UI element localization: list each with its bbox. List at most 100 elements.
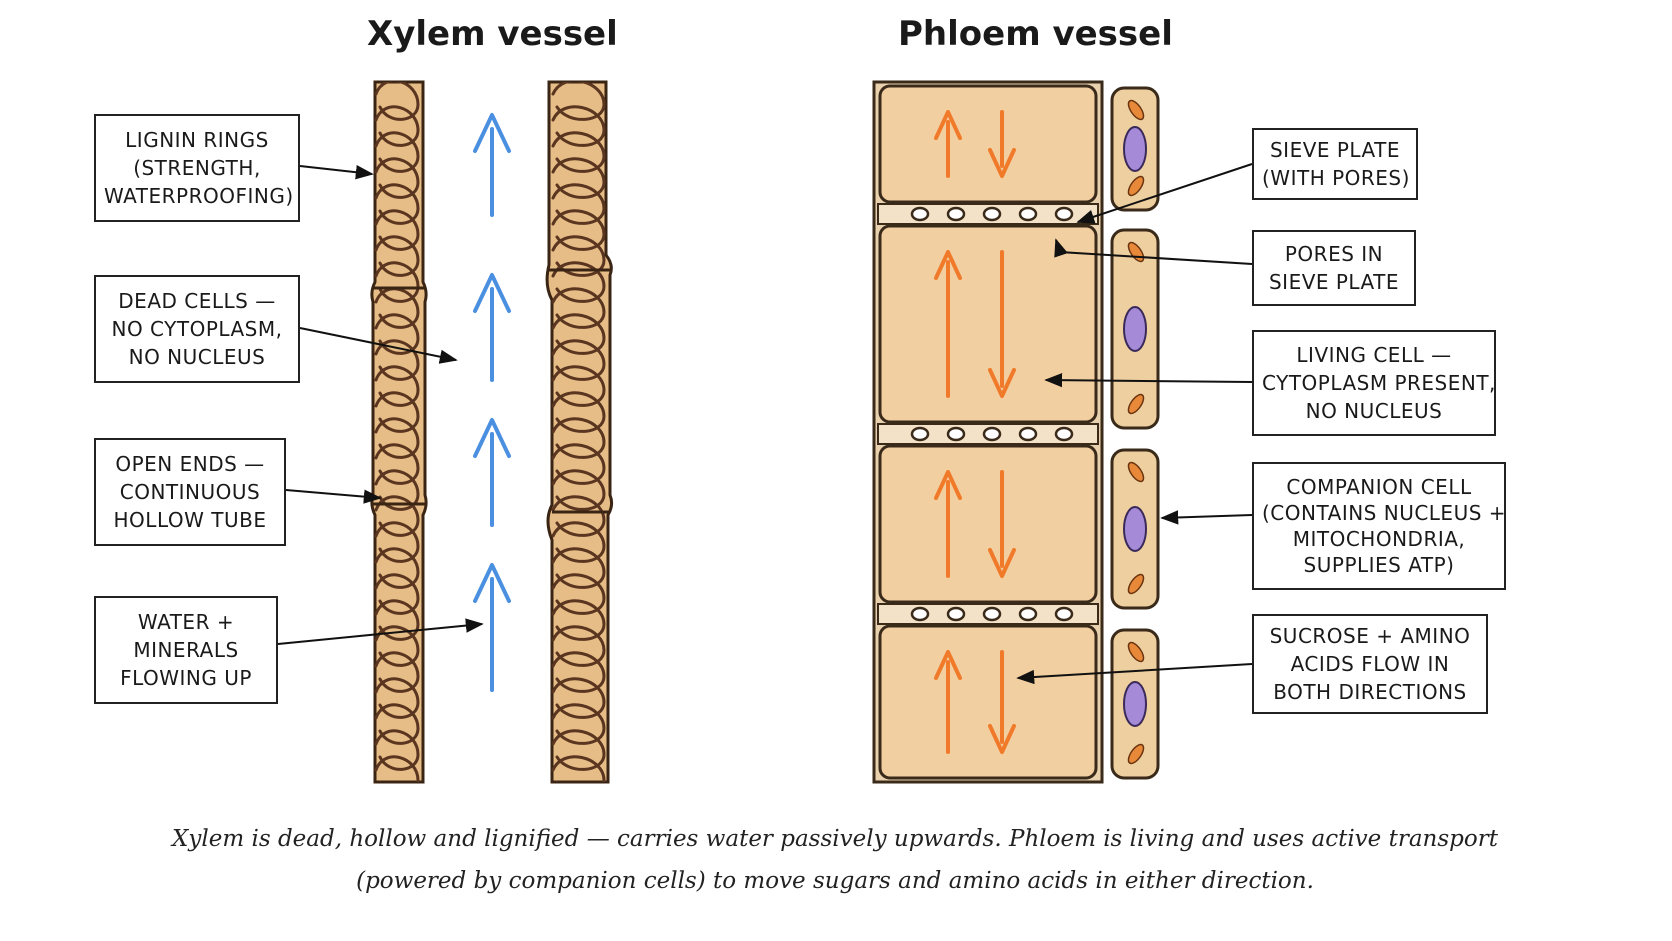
lignin-ring	[551, 209, 606, 251]
leader-dead-cells	[299, 327, 458, 364]
leader-living-cell	[1044, 372, 1253, 388]
lignin-ring	[551, 677, 606, 719]
label-line: ACIDS FLOW IN	[1290, 652, 1450, 676]
flow-arrow-up-head	[934, 650, 962, 680]
water-flow-arrows	[473, 113, 511, 692]
lignin-ring	[374, 495, 420, 537]
label-line: SIEVE PLATE	[1269, 138, 1401, 162]
lignin-ring	[374, 82, 420, 121]
sieve-pore	[946, 606, 966, 622]
lignin-ring	[551, 703, 606, 745]
lignin-ring	[374, 287, 420, 329]
lignin-ring	[374, 755, 420, 782]
lignin-ring	[551, 313, 606, 355]
label-living-cell: LIVING CELL — CYTOPLASM PRESENT, NO NUCL…	[1252, 330, 1496, 436]
lignin-ring	[551, 287, 606, 329]
xylem-right-wall	[545, 80, 614, 784]
lignin-ring	[374, 417, 420, 459]
lignin-ring	[551, 365, 606, 407]
xylem-title: Xylem vessel	[367, 14, 618, 54]
sieve-pore	[982, 206, 1002, 222]
lignin-ring	[374, 235, 420, 277]
label-pores: PORES IN SIEVE PLATE	[1252, 230, 1416, 306]
leader-sieve-plate	[1076, 163, 1253, 224]
nucleus	[1123, 506, 1147, 552]
sieve-pore	[1054, 606, 1074, 622]
lignin-ring	[374, 599, 420, 641]
lignin-ring	[374, 157, 420, 199]
label-line: (WITH PORES)	[1262, 166, 1410, 190]
label-line: LIVING CELL —	[1296, 343, 1452, 367]
flow-arrow-up-head	[934, 110, 962, 140]
label-lignin-rings: LIGNIN RINGS (STRENGTH, WATERPROOFING)	[94, 114, 300, 222]
label-line: COMPANION CELL	[1286, 475, 1472, 499]
nucleus	[1123, 681, 1147, 727]
label-line: BOTH DIRECTIONS	[1273, 680, 1467, 704]
label-line: PORES IN	[1284, 242, 1384, 266]
sieve-pore	[910, 426, 930, 442]
lignin-ring	[374, 703, 420, 745]
label-line: MITOCHONDRIA,	[1292, 527, 1466, 551]
label-line: (CONTAINS NUCLEUS +	[1262, 501, 1507, 525]
lignin-ring	[551, 521, 606, 563]
phloem-sieve-tube	[872, 80, 1104, 784]
label-line: SIEVE PLATE	[1268, 270, 1400, 294]
mitochondrion	[1127, 573, 1145, 595]
lignin-ring	[551, 755, 606, 782]
water-arrow-head	[473, 113, 511, 153]
sieve-pore	[982, 606, 1002, 622]
leader-lignin	[299, 165, 374, 180]
lignin-ring	[374, 339, 420, 381]
lignin-ring	[374, 391, 420, 433]
sieve-pore	[1018, 206, 1038, 222]
water-arrow-head	[473, 273, 511, 313]
label-line: LIGNIN RINGS	[125, 128, 269, 152]
flow-arrow-up-head	[934, 250, 962, 280]
lignin-ring	[374, 313, 420, 355]
leader-sucrose	[1016, 663, 1253, 685]
lignin-ring	[374, 521, 420, 563]
lignin-ring	[374, 625, 420, 667]
sieve-pore	[982, 426, 1002, 442]
sieve-tube-element	[878, 444, 1098, 604]
label-open-ends: OPEN ENDS — CONTINUOUS HOLLOW TUBE	[94, 438, 286, 546]
flow-arrow-down-head	[988, 368, 1016, 398]
xylem-left-wall	[370, 80, 428, 784]
lignin-ring	[374, 677, 420, 719]
sieve-pore	[946, 426, 966, 442]
lignin-ring	[551, 261, 606, 303]
mitochondrion	[1127, 743, 1145, 765]
leader-water	[277, 618, 484, 645]
caption-line: Xylem is dead, hollow and lignified — ca…	[172, 826, 1498, 852]
label-line: NO CYTOPLASM,	[111, 317, 283, 341]
sieve-pore	[1054, 426, 1074, 442]
lignin-ring	[551, 131, 606, 173]
label-line: NO NUCLEUS	[128, 345, 266, 369]
leader-lines	[277, 163, 1253, 685]
phloem-title: Phloem vessel	[898, 14, 1173, 54]
lignin-ring	[551, 391, 606, 433]
nucleus	[1123, 306, 1147, 352]
sieve-pore	[910, 606, 930, 622]
lignin-ring	[374, 573, 420, 615]
sieve-pore	[1018, 426, 1038, 442]
lignin-ring	[551, 235, 606, 277]
label-line: SUCROSE + AMINO	[1269, 624, 1471, 648]
flow-arrow-up-head	[934, 470, 962, 500]
caption-line: (powered by companion cells) to move sug…	[356, 868, 1314, 894]
lignin-ring	[374, 105, 420, 147]
sieve-pore	[1054, 206, 1074, 222]
flow-arrow-down-head	[988, 724, 1016, 754]
flow-arrow-down-head	[988, 148, 1016, 178]
lignin-ring	[374, 261, 420, 303]
lignin-ring	[374, 729, 420, 771]
label-line: HOLLOW TUBE	[113, 508, 267, 532]
lignin-ring	[551, 105, 606, 147]
flow-arrow-down-head	[988, 548, 1016, 578]
lignin-ring	[551, 729, 606, 771]
label-line: NO NUCLEUS	[1305, 399, 1443, 423]
label-dead-cells: DEAD CELLS — NO CYTOPLASM, NO NUCLEUS	[94, 275, 300, 383]
label-water-minerals: WATER + MINERALS FLOWING UP	[94, 596, 278, 704]
lignin-ring	[551, 573, 606, 615]
label-line: CONTINUOUS	[119, 480, 261, 504]
